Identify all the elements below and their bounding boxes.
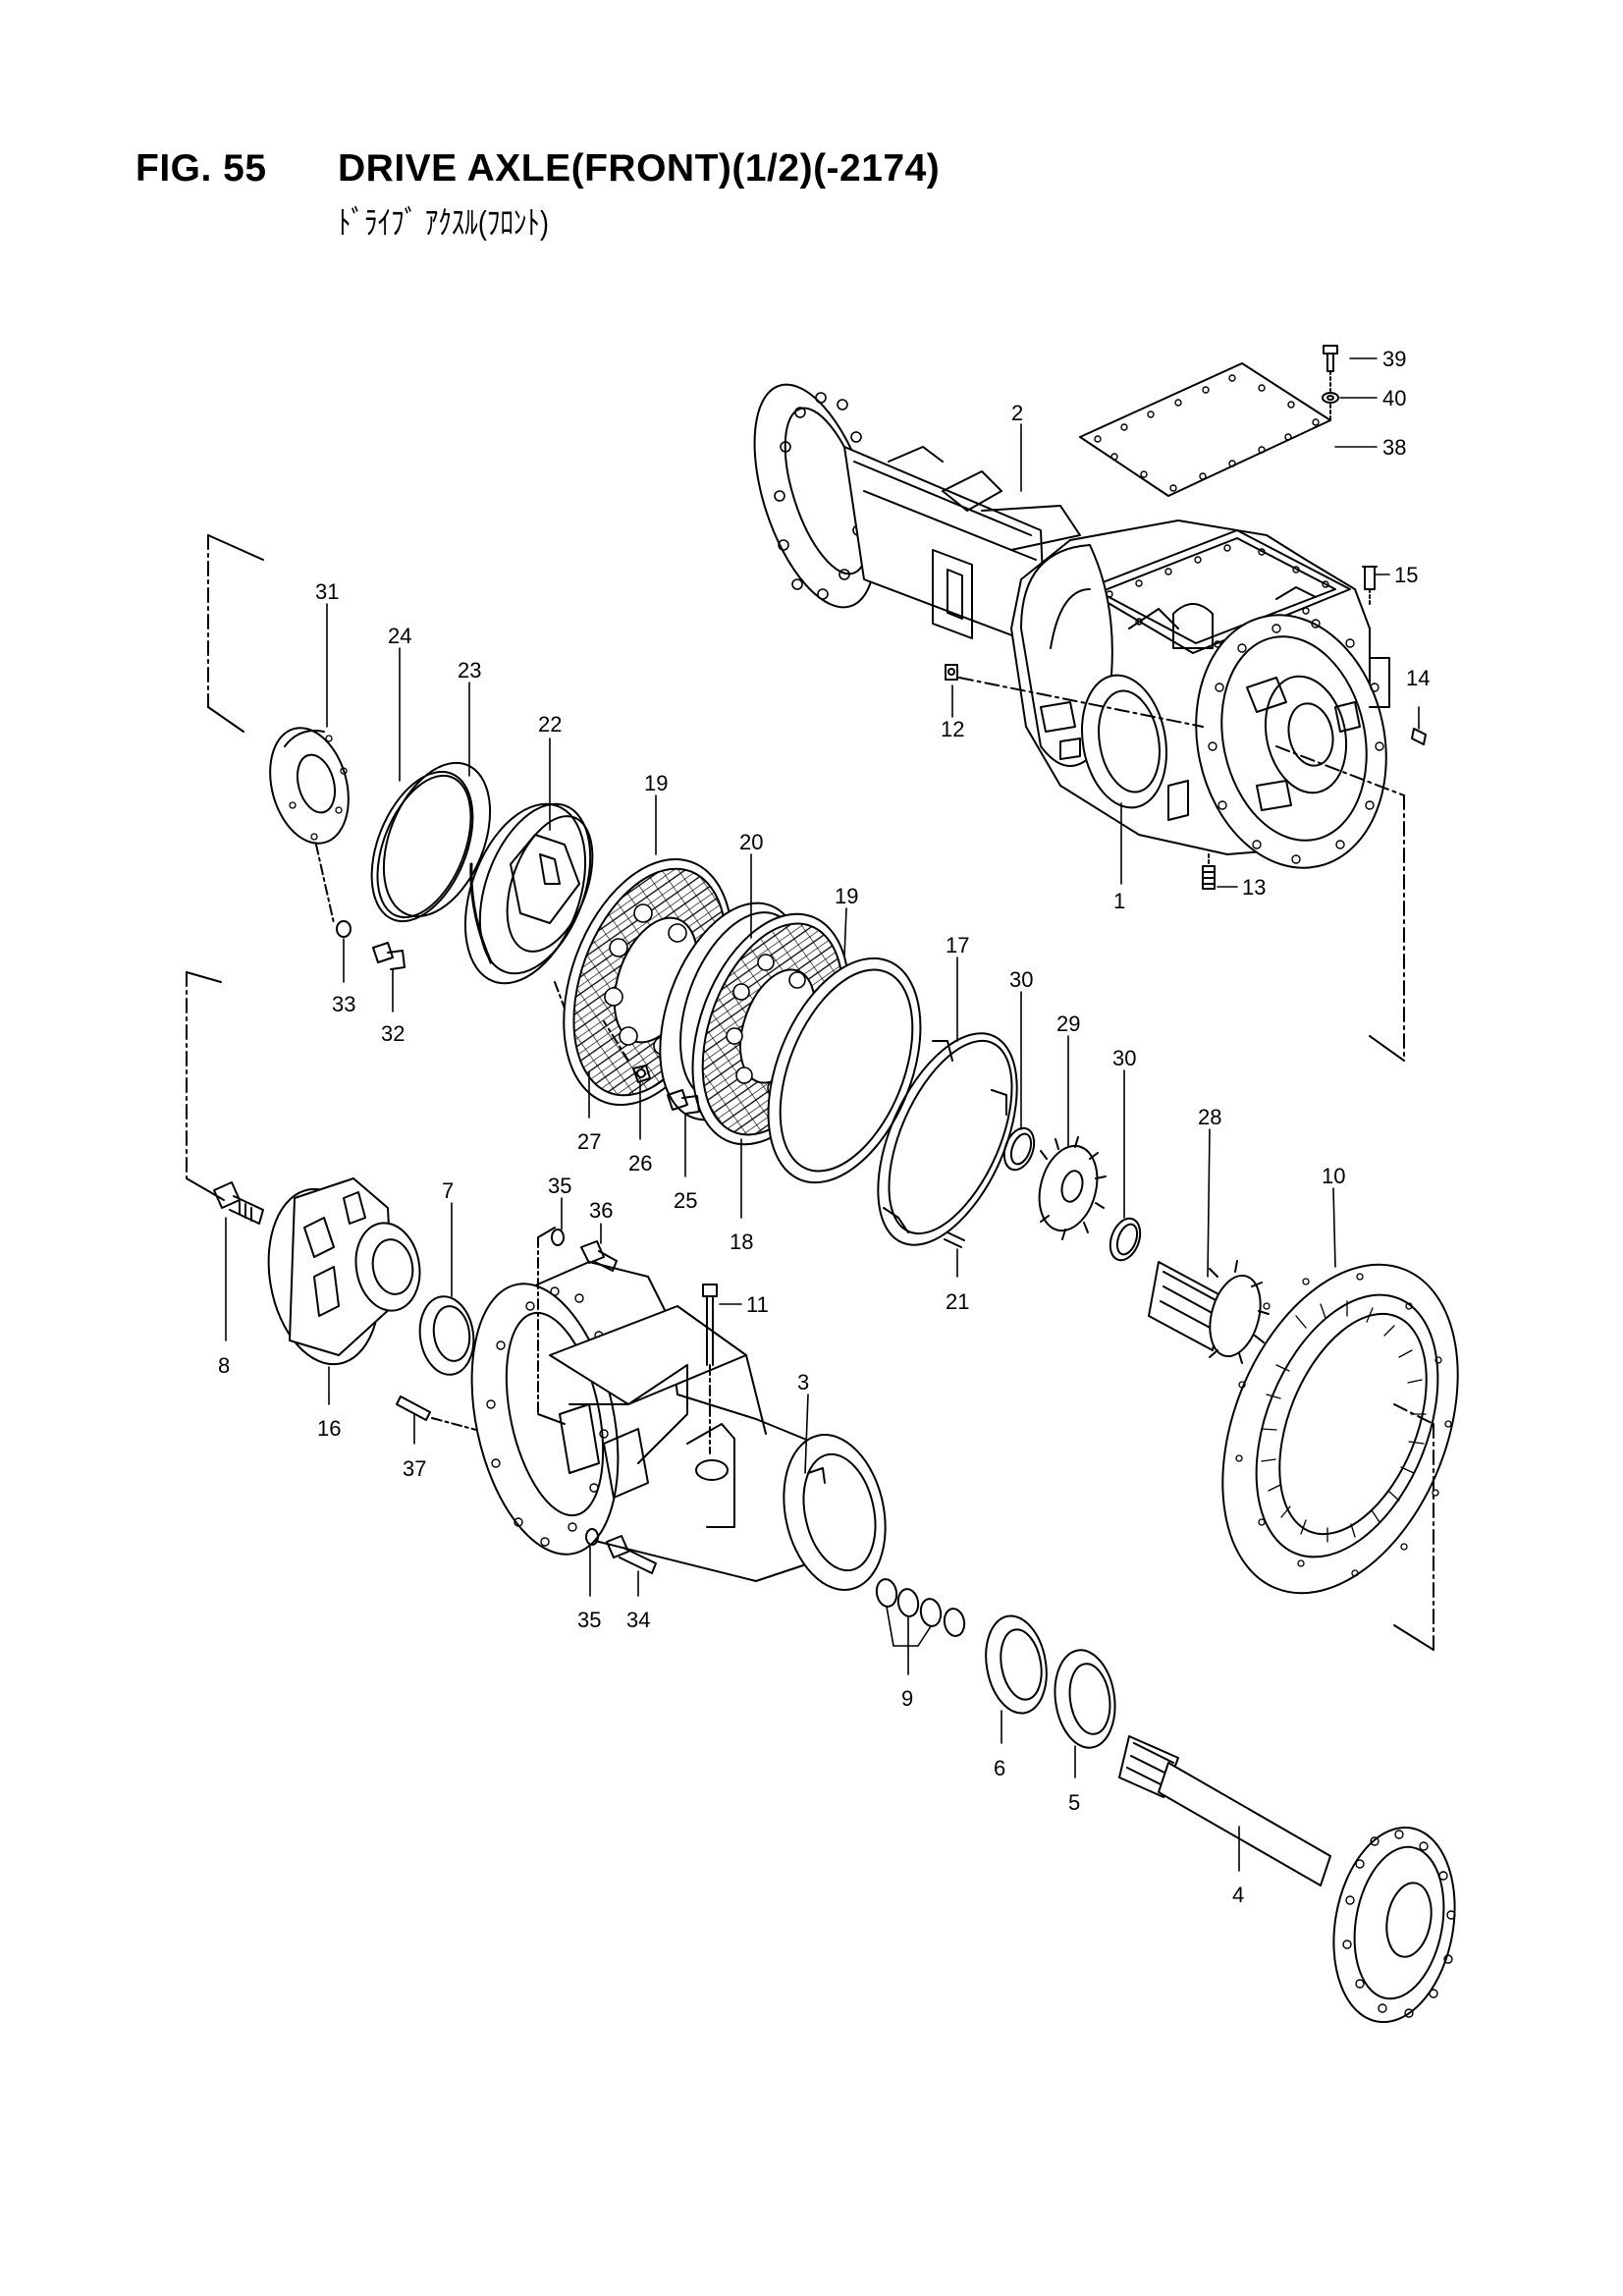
callout-30-left: 30	[1009, 967, 1033, 992]
callout-28: 28	[1198, 1105, 1221, 1129]
callout-37: 37	[403, 1456, 426, 1481]
callout-14: 14	[1406, 666, 1430, 690]
callout-32: 32	[381, 1021, 405, 1046]
callout-2: 2	[1011, 401, 1023, 425]
axle-shaft	[1118, 1735, 1456, 2024]
axle-housing-lower	[186, 971, 1116, 1749]
callout-5: 5	[1068, 1790, 1080, 1815]
figure-subtitle: ﾄﾞﾗｲﾌﾞ ｱｸｽﾙ(ﾌﾛﾝﾄ)	[338, 204, 549, 241]
callout-23: 23	[458, 658, 481, 683]
sun-gear-assembly	[1002, 1126, 1459, 1651]
cover-plate	[1079, 362, 1331, 497]
callout-38: 38	[1382, 435, 1406, 460]
callout-21: 21	[946, 1289, 969, 1314]
callout-1: 1	[1113, 889, 1125, 913]
callout-16: 16	[317, 1416, 341, 1441]
callout-29: 29	[1056, 1011, 1080, 1036]
callout-7: 7	[442, 1178, 454, 1203]
callout-26: 26	[628, 1151, 652, 1175]
callout-35-upper: 35	[548, 1174, 571, 1198]
callout-19-upper: 19	[644, 771, 668, 795]
callout-10: 10	[1322, 1164, 1345, 1188]
callout-40: 40	[1382, 386, 1406, 410]
callout-24: 24	[388, 624, 411, 648]
callout-39: 39	[1382, 347, 1406, 371]
callout-11: 11	[746, 1292, 769, 1317]
callout-31: 31	[315, 579, 339, 604]
figure-title: DRIVE AXLE(FRONT)(1/2)(-2174)	[338, 147, 941, 190]
callout-27: 27	[577, 1129, 601, 1154]
callout-35-lower: 35	[577, 1608, 601, 1632]
callout-18: 18	[730, 1230, 753, 1254]
leader-lines	[225, 357, 1420, 1872]
callout-33: 33	[332, 992, 355, 1016]
callout-labels: 2 39 40 38 15 14 12 13 1 31 24 23 22 33 …	[218, 347, 1430, 1907]
axle-housing-upper	[753, 383, 1390, 869]
callout-12: 12	[941, 717, 964, 741]
callout-8: 8	[218, 1353, 230, 1378]
figure-number: FIG. 55	[135, 147, 267, 190]
callout-25: 25	[674, 1188, 697, 1213]
callout-17: 17	[946, 933, 969, 957]
callout-19-lower: 19	[835, 884, 858, 908]
callout-20: 20	[739, 830, 763, 854]
callout-15: 15	[1394, 563, 1418, 587]
callout-30-right: 30	[1112, 1046, 1136, 1070]
brake-disc-pack	[563, 857, 1018, 1248]
callout-22: 22	[538, 712, 562, 737]
callout-9: 9	[901, 1686, 913, 1711]
callout-4: 4	[1232, 1883, 1244, 1907]
left-bearing-parts	[207, 534, 605, 1066]
callout-3: 3	[797, 1370, 809, 1394]
callout-13: 13	[1242, 875, 1266, 900]
callout-36: 36	[589, 1198, 613, 1223]
callout-34: 34	[626, 1608, 650, 1632]
callout-6: 6	[994, 1756, 1005, 1780]
upper-fasteners	[945, 345, 1427, 1062]
